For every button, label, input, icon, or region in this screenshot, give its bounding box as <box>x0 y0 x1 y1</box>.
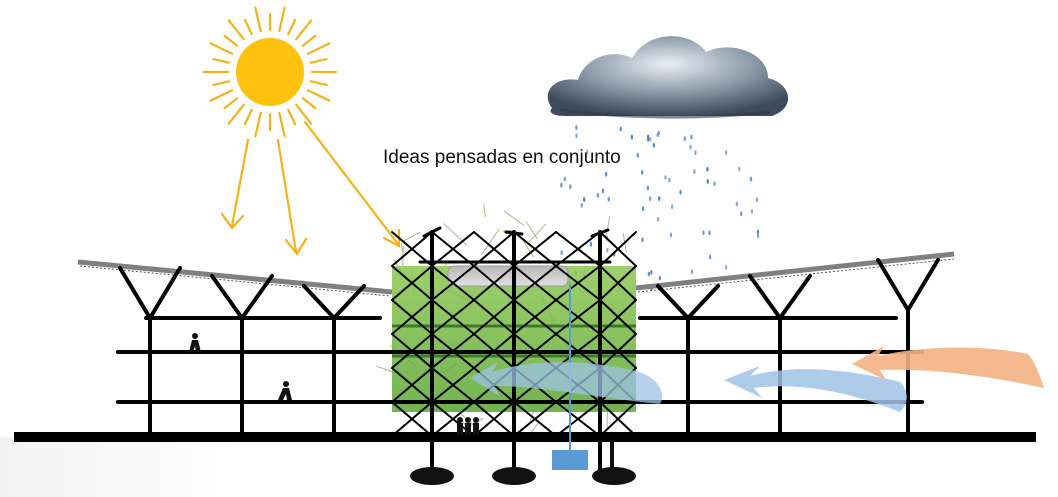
ground-shadow <box>0 437 240 497</box>
water-tank-ground <box>552 450 588 470</box>
water-tank-roof <box>447 265 569 287</box>
building-structure <box>14 226 1036 474</box>
sun-icon <box>202 6 338 138</box>
roof-right <box>635 251 955 293</box>
wind-arrow-icon <box>470 346 1044 412</box>
group-of-people <box>457 417 479 435</box>
rain-drops <box>560 125 760 291</box>
roof-left <box>77 259 393 297</box>
person-silhouette-icon <box>189 333 479 435</box>
diagram-caption: Ideas pensadas en conjunto <box>383 147 621 168</box>
rain-cloud-icon <box>547 36 789 119</box>
pile-footings <box>410 440 636 485</box>
sunlight-arrows <box>220 120 401 256</box>
